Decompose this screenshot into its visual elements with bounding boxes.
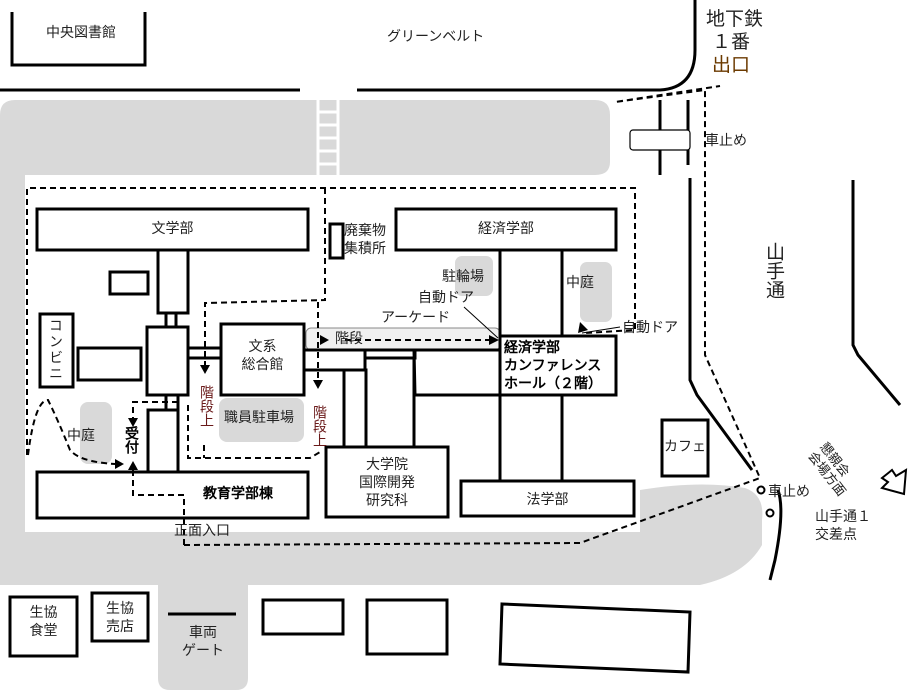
stairs-up-label: 階段上 bbox=[198, 385, 214, 427]
stairs-up-label: 階段上 bbox=[311, 405, 327, 447]
crosswalk bbox=[316, 100, 340, 175]
library-outline bbox=[10, 12, 147, 67]
law-building-label: 法学部 bbox=[526, 492, 569, 508]
courtyard-right-area bbox=[580, 262, 612, 322]
yamate-street-label: 山手通 bbox=[763, 242, 785, 299]
waste-collection-box bbox=[328, 222, 345, 260]
stairs-label: 階段 bbox=[335, 331, 363, 347]
direction-arrow-icon bbox=[880, 468, 908, 496]
convenience-store bbox=[38, 312, 75, 389]
cafe-building bbox=[660, 418, 710, 478]
letters-building-label: 文学部 bbox=[151, 221, 194, 237]
economics-building-label: 経済学部 bbox=[478, 221, 534, 237]
coop-store-label: 生協売店 bbox=[106, 601, 134, 635]
coop-cafeteria-label: 生協食堂 bbox=[29, 605, 58, 639]
green-belt-label: グリーンベルト bbox=[387, 29, 485, 45]
vehicle-gate-road bbox=[158, 585, 248, 690]
car-stop-label: 車止め bbox=[705, 133, 747, 149]
staff-parking-area bbox=[219, 398, 304, 442]
walking-route bbox=[26, 85, 762, 546]
bicycle-parking-label: 駐輪場 bbox=[442, 269, 484, 285]
humanities-building-label: 文系総合館 bbox=[241, 339, 284, 373]
courtyard-right-label: 中庭 bbox=[566, 275, 594, 291]
conference-hall-building bbox=[498, 334, 618, 397]
auto-door-label: 自動ドア bbox=[622, 320, 678, 336]
staff-parking-label: 職員駐車場 bbox=[224, 410, 294, 426]
car-stop-label: 車止め bbox=[768, 484, 810, 500]
education-building-label: 教育学部棟 bbox=[203, 486, 273, 502]
law-building bbox=[459, 479, 636, 518]
reception-label: 受付 bbox=[123, 426, 139, 454]
cafe-label: カフェ bbox=[664, 439, 706, 455]
arcade-label: アーケード bbox=[381, 310, 451, 326]
campus-road bbox=[0, 100, 763, 585]
bollard bbox=[765, 508, 775, 518]
courtyard-left-label: 中庭 bbox=[67, 428, 95, 444]
graduate-school-building bbox=[324, 445, 450, 519]
auto-door-label: 自動ドア bbox=[418, 290, 474, 306]
courtyard-left-area bbox=[80, 402, 112, 464]
main-entrance-label: 正面入口 bbox=[174, 523, 230, 539]
graduate-school-label: 大学院国際開発研究科 bbox=[359, 457, 415, 509]
vehicle-gate-label: 車両ゲート bbox=[182, 625, 224, 659]
coop-cafeteria-building bbox=[8, 595, 79, 658]
education-building bbox=[35, 470, 310, 520]
conference-hall-label: 経済学部カンファレンスホール（２階） bbox=[504, 340, 602, 392]
bicycle-parking-area bbox=[455, 256, 493, 296]
convenience-store-label: コンビニ bbox=[47, 318, 63, 382]
central-library-label: 中央図書館 bbox=[46, 25, 116, 41]
waste-collection-label: 廃棄物集積所 bbox=[344, 223, 386, 257]
coop-store-building bbox=[90, 591, 150, 643]
economics-building bbox=[394, 207, 618, 252]
bollard bbox=[756, 485, 766, 495]
